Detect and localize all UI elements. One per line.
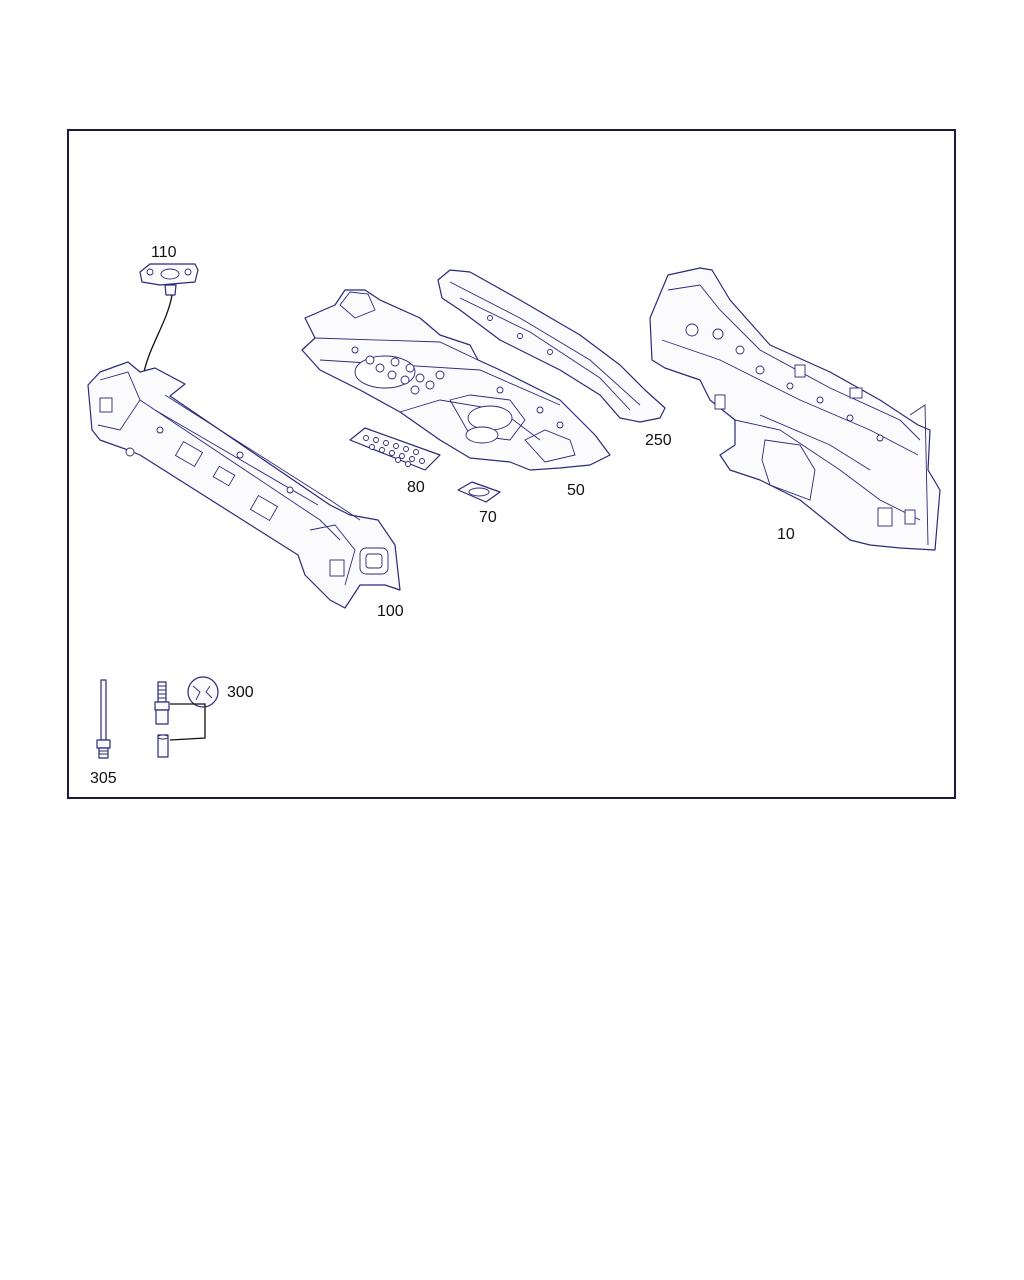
callout-10: 10 bbox=[777, 526, 795, 543]
callout-250: 250 bbox=[645, 432, 672, 449]
part-70-gasket[interactable] bbox=[457, 481, 501, 503]
callout-80: 80 bbox=[407, 479, 425, 496]
part-50-floor-panel[interactable] bbox=[301, 289, 611, 471]
callout-305: 305 bbox=[90, 770, 117, 787]
callout-100: 100 bbox=[377, 603, 404, 620]
part-305-bolt[interactable] bbox=[96, 679, 111, 759]
callout-70: 70 bbox=[479, 509, 497, 526]
callout-50: 50 bbox=[567, 482, 585, 499]
part-10-rear-panel[interactable] bbox=[649, 267, 941, 551]
part-100-cross-member[interactable] bbox=[87, 361, 401, 609]
part-250-rail[interactable] bbox=[437, 269, 666, 423]
part-110-bracket[interactable] bbox=[139, 263, 199, 373]
callout-110: 110 bbox=[151, 244, 177, 261]
part-80-perforated-pad[interactable] bbox=[349, 427, 441, 471]
part-300-stud-set[interactable] bbox=[154, 676, 219, 758]
callout-300: 300 bbox=[227, 684, 254, 701]
